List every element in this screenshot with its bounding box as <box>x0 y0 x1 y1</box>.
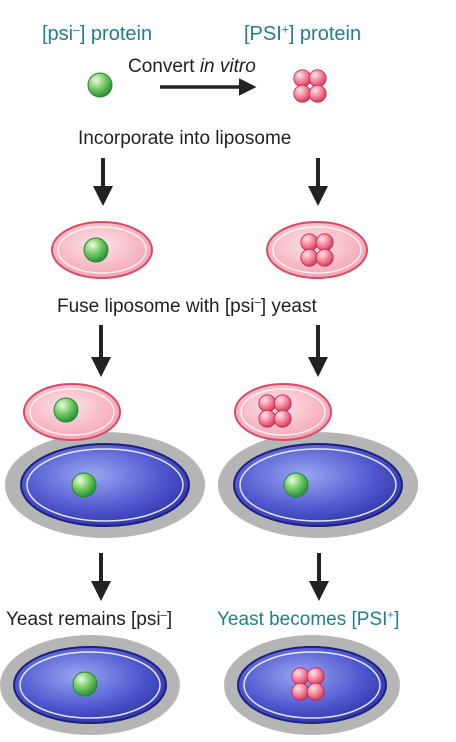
psi-plus-aggregate-icon <box>293 69 327 103</box>
green-protein-icon <box>71 472 97 498</box>
psi-minus-protein-label: [psi–] protein <box>42 22 153 45</box>
soluble-psi-minus-protein-icon <box>87 72 113 98</box>
incorporate-into-liposome-label: Incorporate into liposome <box>78 128 292 149</box>
liposome-with-aggregate <box>266 221 368 279</box>
psi-plus-protein-label: [PSI+] protein <box>244 22 362 45</box>
yeast-cell-psi-minus-outcome <box>0 635 180 735</box>
green-protein-icon <box>283 472 309 498</box>
convert-in-vitro-label: Convert in vitro <box>128 56 256 77</box>
green-protein-icon <box>83 237 109 263</box>
liposome-with-monomer <box>51 221 153 279</box>
fusing-liposome-monomer <box>23 383 121 441</box>
green-protein-icon <box>53 397 79 423</box>
green-protein-icon <box>72 671 98 697</box>
yeast-cell-left <box>5 432 205 538</box>
yeast-remains-label: Yeast remains [psi–] <box>6 609 173 630</box>
yeast-cell-right <box>218 432 418 538</box>
yeast-cell-psi-plus-outcome <box>224 635 400 735</box>
fuse-liposome-label: Fuse liposome with [psi–] yeast <box>57 296 317 317</box>
yeast-becomes-label: Yeast becomes [PSI+] <box>217 609 400 630</box>
fusing-liposome-aggregate <box>234 383 332 441</box>
